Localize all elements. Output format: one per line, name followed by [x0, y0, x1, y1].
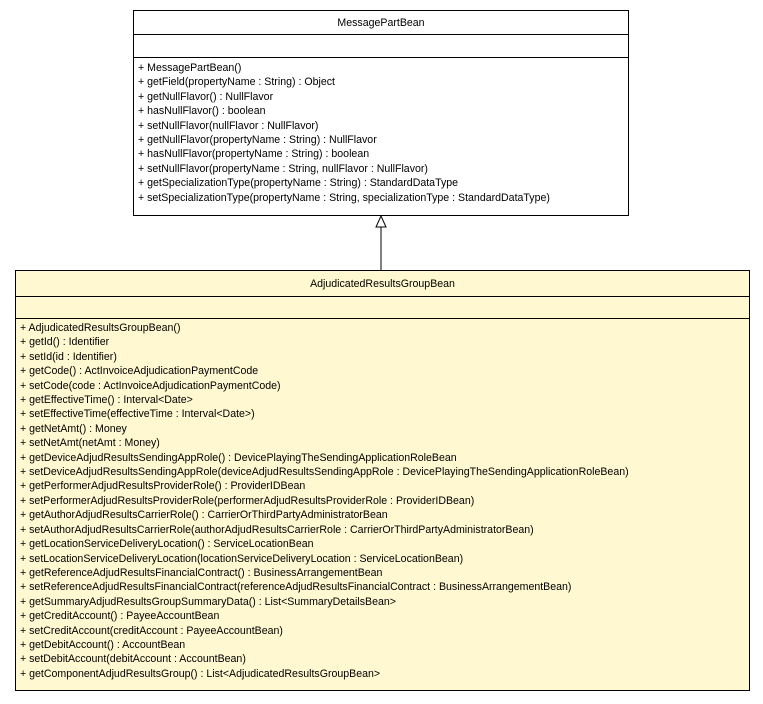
- class-name: MessagePartBean: [134, 11, 628, 35]
- methods-compartment: + MessagePartBean() + getField(propertyNa…: [134, 58, 628, 205]
- method: + getSummaryAdjudResultsGroupSummaryData…: [20, 595, 396, 608]
- method: + MessagePartBean(): [138, 62, 242, 74]
- methods-compartment: + AdjudicatedResultsGroupBean() + getId()…: [16, 319, 749, 681]
- method: + getReferenceAdjudResultsFinancialContr…: [20, 566, 383, 579]
- method: + setCreditAccount(creditAccount : Payee…: [20, 624, 283, 637]
- method: + hasNullFlavor(propertyName : String) :…: [138, 148, 370, 161]
- method: + setDeviceAdjudResultsSendingAppRole(de…: [20, 466, 629, 479]
- method: + getDeviceAdjudResultsSendingAppRole() …: [20, 451, 457, 464]
- method: + setCode(code : ActInvoiceAdjudicationP…: [20, 379, 281, 392]
- method: + getNullFlavor(propertyName : String) :…: [138, 134, 377, 147]
- method: + setAuthorAdjudResultsCarrierRole(autho…: [20, 523, 534, 536]
- method: + AdjudicatedResultsGroupBean(): [20, 322, 181, 334]
- method: + setReferenceAdjudResultsFinancialContr…: [20, 581, 572, 594]
- attributes-compartment: [16, 297, 749, 319]
- method: + getSpecializationType(propertyName : S…: [138, 177, 459, 190]
- method: + getNetAmt() : Money: [20, 422, 127, 435]
- method: + setLocationServiceDeliveryLocation(loc…: [20, 552, 464, 565]
- method: + getId() : Identifier: [20, 336, 110, 349]
- class-adjudicated-results-group-bean[interactable]: AdjudicatedResultsGroupBean + Adjudicate…: [15, 270, 750, 691]
- method: + setNetAmt(netAmt : Money): [20, 437, 160, 450]
- method: + setDebitAccount(debitAccount : Account…: [20, 653, 246, 666]
- method: + getPerformerAdjudResultsProviderRole()…: [20, 480, 306, 493]
- method: + setNullFlavor(nullFlavor : NullFlavor): [138, 119, 319, 132]
- method: + setSpecializationType(propertyName : S…: [138, 191, 550, 204]
- method: + hasNullFlavor() : boolean: [138, 105, 266, 118]
- method: + setEffectiveTime(effectiveTime : Inter…: [20, 408, 255, 421]
- method: + setId(id : Identifier): [20, 350, 117, 363]
- method: + getCode() : ActInvoiceAdjudicationPaym…: [20, 365, 259, 378]
- class-name: AdjudicatedResultsGroupBean: [16, 271, 749, 297]
- method: + getAuthorAdjudResultsCarrierRole() : C…: [20, 509, 388, 522]
- method: + getField(propertyName : String) : Obje…: [138, 76, 335, 89]
- method: + getLocationServiceDeliveryLocation() :…: [20, 538, 314, 551]
- method: + getDebitAccount() : AccountBean: [20, 638, 186, 651]
- method: + getComponentAdjudResultsGroup() : List…: [20, 667, 381, 680]
- class-message-part-bean[interactable]: MessagePartBean + MessagePartBean() + get…: [133, 10, 629, 216]
- method: + getEffectiveTime() : Interval<Date>: [20, 394, 193, 407]
- method: + setPerformerAdjudResultsProviderRole(p…: [20, 494, 475, 507]
- method: + getNullFlavor() : NullFlavor: [138, 90, 274, 103]
- method: + setNullFlavor(propertyName : String, n…: [138, 162, 428, 175]
- method: + getCreditAccount() : PayeeAccountBean: [20, 610, 220, 623]
- attributes-compartment: [134, 35, 628, 58]
